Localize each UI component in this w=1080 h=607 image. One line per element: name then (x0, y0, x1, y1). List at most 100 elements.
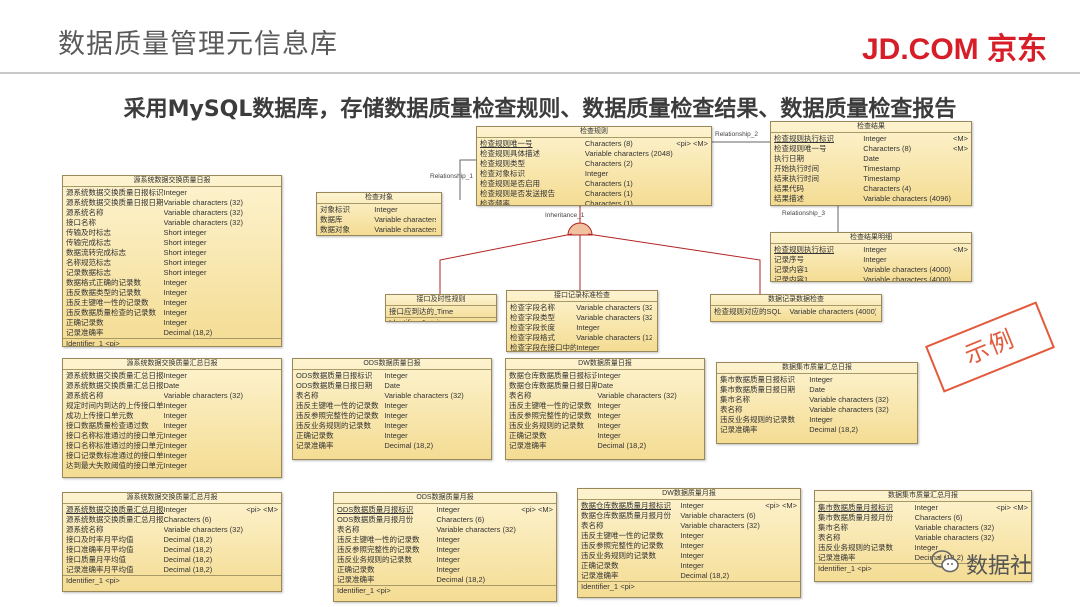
attribute-key (966, 204, 968, 205)
attribute-type: Short integer (163, 258, 207, 267)
attribute-key (276, 411, 278, 421)
attribute-name: 检查规则具体描述 (480, 149, 540, 158)
attribute-key (699, 371, 701, 381)
attribute-row: 接口应到达的上传时间Time (389, 307, 493, 317)
attribute-key (876, 307, 878, 317)
attribute-row: 记录序号 Integer (774, 255, 968, 265)
attribute-name: 接口名称标准通过的接口单元数量 (66, 441, 164, 450)
attribute-type: Characters (6) (163, 515, 212, 524)
attribute-key (486, 431, 488, 441)
attribute-key (706, 189, 708, 199)
attribute-name: 检查规则唯一号 (774, 144, 827, 153)
attribute-key: <pi> <M> (676, 139, 708, 148)
attribute-type: Integer (597, 401, 621, 410)
attribute-type: Integer (384, 431, 408, 440)
attribute-name: 源系统数据交换质量日报日期 (66, 198, 164, 207)
attribute-type: Date (863, 154, 880, 163)
attribute-type: Integer (809, 415, 833, 424)
entity-attributes: 源系统数据交换质量汇总日报标识Integer源系统数据交换质量汇总日报日期Dat… (63, 370, 281, 471)
attribute-row: 正确记录数 Integer (337, 565, 553, 575)
attribute-name: 检查规则唯一号 (480, 139, 533, 148)
attribute-type: Variable characters (2048) (584, 149, 673, 158)
attribute-key (699, 391, 701, 401)
attribute-key (966, 275, 968, 281)
attribute-key (795, 561, 797, 571)
attribute-type: Decimal (18,2) (163, 545, 213, 554)
attribute-type: Integer (163, 441, 187, 450)
attribute-row: 源系统数据交换质量汇总月报月份Characters (6) (66, 515, 278, 525)
attribute-row: 阈值Integer (320, 235, 438, 236)
relationship-3-label: Relationship_3 (782, 210, 826, 217)
attribute-key (486, 401, 488, 411)
attribute-type: Variable characters (32) (163, 218, 243, 227)
attribute-type: Characters (4) (863, 184, 912, 193)
attribute-name: 违反主键唯一性的记录数 (337, 535, 420, 544)
attribute-type: Integer (436, 565, 460, 574)
attribute-type: Integer (384, 411, 408, 420)
attribute-name: 违反参照完整性的记录数 (296, 411, 379, 420)
attribute-name: 违反业务规则的记录数 (296, 421, 371, 430)
attribute-type: Integer (863, 255, 887, 264)
attribute-name: 正确记录数 (337, 565, 375, 574)
attribute-key (276, 451, 278, 461)
attribute-key (276, 431, 278, 441)
attribute-name: 违反主键唯一性的记录数 (581, 531, 664, 540)
attribute-name: 结果描述 (774, 194, 804, 203)
entity-title: 数据记录数据检查 (711, 295, 881, 306)
attribute-key (276, 381, 278, 391)
attribute-key (276, 535, 278, 545)
attribute-name: 记录序号 (774, 255, 804, 264)
attribute-key: <pi> <M> (521, 505, 553, 514)
attribute-name: 违反数据质量检查的记录数 (66, 308, 156, 317)
attribute-key: <M> (952, 134, 968, 143)
attribute-name: 检查规则是否发送报告 (480, 189, 555, 198)
attribute-type: Decimal (18,2) (163, 555, 213, 564)
attribute-name: 正确记录数 (581, 561, 619, 570)
attribute-name: 表名称 (337, 525, 360, 534)
attribute-name: 记录准确率 (818, 553, 856, 562)
page-title: 数据质量管理元信息库 (58, 29, 338, 60)
attribute-key (699, 441, 701, 451)
attribute-name: 集市数据质量月报标识 (818, 503, 893, 512)
watermark-text: 数据社 (966, 554, 1033, 579)
attribute-name: 源系统数据交换质量汇总月报标识 (66, 505, 164, 514)
inheritance-label: Inheritance_1 (545, 212, 585, 219)
attribute-type: Decimal (18,2) (809, 425, 858, 434)
attribute-type: Integer (914, 543, 938, 552)
attribute-key (276, 198, 278, 208)
entity-exchange-monthly-summary: 源系统数据交换质量汇总月报源系统数据交换质量汇总月报标识Integer<pi> … (62, 492, 282, 592)
attribute-name: 结束执行时间 (774, 174, 819, 183)
attribute-type: Time (436, 307, 454, 316)
attribute-key (436, 235, 438, 236)
attribute-name: 违反主键唯一性的记录数 (66, 298, 149, 307)
wechat-icon (931, 550, 959, 573)
